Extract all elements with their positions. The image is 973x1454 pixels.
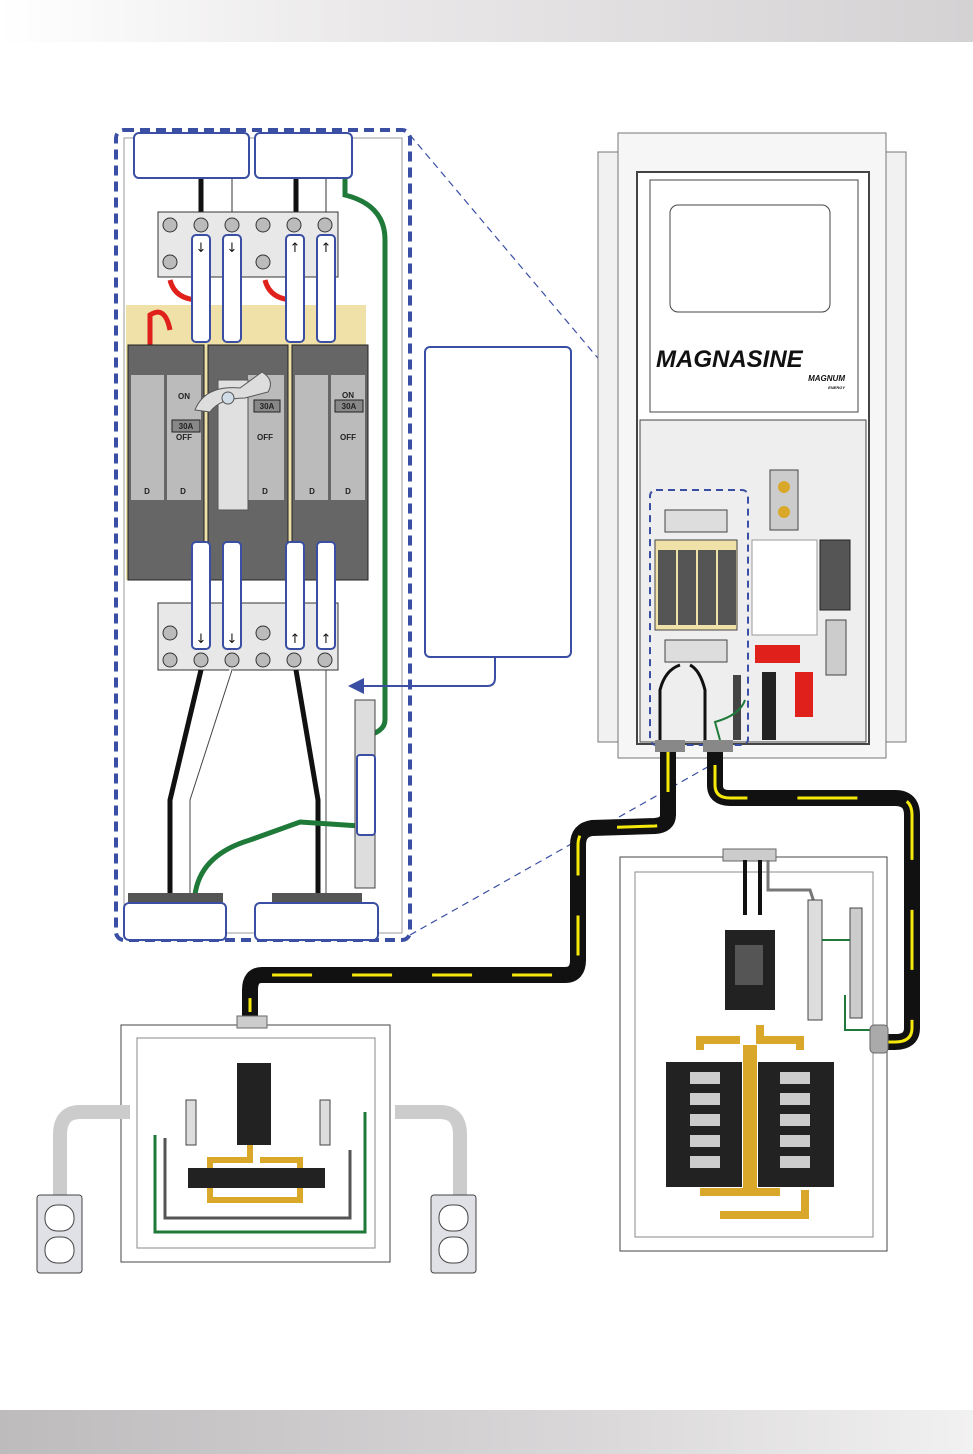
wire-sleeves [191,234,336,650]
breaker-off-label: OFF [257,433,273,442]
breaker-brand: D [345,487,351,496]
conduit-to-main-panel [707,752,920,1050]
label-box-side [424,346,572,658]
footer-bar [0,1410,973,1454]
breaker-2: 30A ON OFF D D [291,344,369,581]
callout-arrow [348,657,496,694]
zoom-source-area [649,489,749,746]
main-service-panel [619,848,889,1252]
outlet-icon [36,1194,83,1274]
inverter: MAGNASINE MAGNUM ENERGY [597,132,907,759]
inverter-logo-sub: MAGNUM [808,374,845,383]
breaker-off-label: OFF [176,433,192,442]
arrow-down-icon: ↓ [227,632,238,647]
arrow-down-icon: ↓ [196,241,207,256]
breaker-rating: 30A [260,402,275,411]
arrow-up-icon: ↑ [290,241,301,256]
label-box-top-right [254,132,353,179]
zoom-guide-lines [409,134,721,936]
terminal-block-top [157,211,339,278]
label-box-top-left [133,132,250,179]
breaker-0: 30A ON OFF D D [127,344,205,581]
breaker-1: 30A OFF D [194,344,289,581]
label-box-bottom-right [254,902,379,941]
inverter-logo: MAGNASINE [656,346,804,373]
sub-panel [36,1015,477,1274]
arrow-up-icon: ↑ [321,632,332,647]
inverter-logo-sub2: ENERGY [828,385,845,390]
breaker-brand: D [309,487,315,496]
header-bar [0,0,973,42]
conduit-to-subpanel [242,752,676,1022]
enlarged-transfer-panel: 30A ON OFF D D 30A OFF D 30A ON OFF D D [114,128,572,942]
breaker-brand: D [180,487,186,496]
breaker-handle-tie [194,371,271,413]
breaker-rating: 30A [342,402,357,411]
breaker-rating: 30A [179,422,194,431]
arrow-up-icon: ↑ [321,241,332,256]
breaker-brand: D [144,487,150,496]
arrow-up-icon: ↑ [290,632,301,647]
breaker-brand: D [262,487,268,496]
outlet-icon [430,1194,477,1274]
breaker-off-label: OFF [340,433,356,442]
arrow-down-icon: ↓ [227,241,238,256]
arrow-down-icon: ↓ [196,632,207,647]
terminal-block-bottom [157,602,339,671]
breaker-on-label: ON [342,391,354,400]
label-box-bottom-left [123,902,227,941]
breaker-on-label: ON [178,392,190,401]
